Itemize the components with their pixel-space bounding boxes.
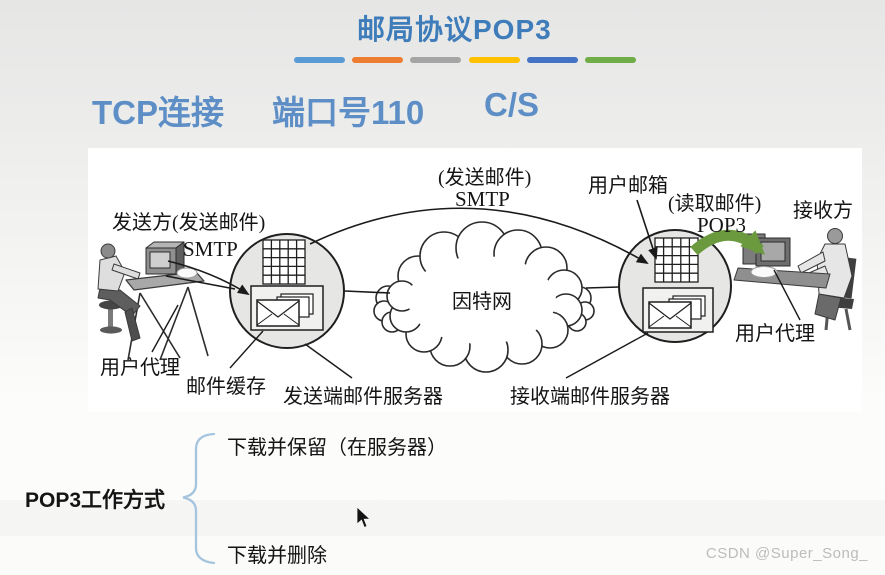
sender-computer-icon <box>145 241 198 279</box>
mode-download-keep: 下载并保留（在服务器） <box>227 437 447 459</box>
ua-to-server-line <box>165 275 236 290</box>
receiving-server-label: 接收端邮件服务器 <box>510 385 670 408</box>
mouse-cursor[interactable] <box>356 507 372 529</box>
pop3-modes-heading: POP3工作方式 <box>25 489 166 512</box>
user-mailbox-grid-icon <box>654 237 699 283</box>
transfer-smtp-label: SMTP <box>455 187 510 211</box>
internet-cloud: 因特网 <box>373 221 595 373</box>
accent-dash-strip <box>294 57 636 63</box>
sender-smtp-label: SMTP <box>183 237 238 261</box>
server-to-internet-line <box>344 290 391 294</box>
receiving-server <box>618 229 732 343</box>
internet-to-server-line <box>585 286 620 289</box>
accent-dash <box>469 57 520 63</box>
smtp-send-arrow <box>167 260 250 296</box>
sending-server-label: 发送端邮件服务器 <box>283 385 443 408</box>
cloud-body <box>408 256 556 344</box>
sender-person <box>97 243 141 342</box>
receiver-label: 接收方 <box>793 199 853 222</box>
sender-desk-legs <box>127 286 209 361</box>
internet-label: 因特网 <box>452 290 512 313</box>
user-mailbox-pointer <box>636 199 658 260</box>
accent-dash <box>352 57 403 63</box>
sending-server <box>229 233 345 349</box>
csdn-watermark: CSDN @Super_Song_ <box>705 545 868 562</box>
mail-cache-pointer <box>229 330 264 369</box>
received-mail-envelope-icon <box>642 287 714 333</box>
user-mailbox-label: 用户邮箱 <box>588 174 668 197</box>
transfer-action-label: (发送邮件) <box>438 166 531 189</box>
subtitle-tcp: TCP连接 <box>92 94 224 131</box>
sender-mailbox-grid-icon <box>262 239 306 285</box>
sender-ua-label: 用户代理 <box>100 356 180 379</box>
accent-dash <box>410 57 461 63</box>
receiver-user-illustration <box>733 228 857 331</box>
sender-ua-pointer <box>151 304 179 353</box>
mail-cache-label: 邮件缓存 <box>186 375 266 398</box>
accent-dash <box>527 57 578 63</box>
brace-icon <box>182 432 216 565</box>
receiver-ua-pointer <box>773 269 801 321</box>
sender-label: 发送方(发送邮件) <box>112 211 265 234</box>
mode-download-delete: 下载并删除 <box>227 545 327 567</box>
page-title: 邮局协议POP3 <box>357 14 552 45</box>
read-action-label: (读取邮件) <box>668 192 761 215</box>
accent-dash <box>585 57 636 63</box>
sending-server-pointer <box>304 343 353 379</box>
subtitle-cs: C/S <box>484 86 540 123</box>
pop3-label: POP3 <box>697 213 746 237</box>
mail-cache-envelope-icon <box>250 285 324 331</box>
diagram-panel: 因特网 <box>88 148 862 412</box>
pop3-read-arrow <box>690 229 766 256</box>
receiving-server-pointer <box>565 332 649 379</box>
accent-dash <box>294 57 345 63</box>
receiver-ua-label: 用户代理 <box>735 322 815 345</box>
subtitle-port: 端口号110 <box>272 94 425 131</box>
smtp-transfer-arc <box>309 207 649 265</box>
mail-protocol-diagram: 因特网 <box>97 166 857 408</box>
sender-user-illustration <box>97 241 209 361</box>
